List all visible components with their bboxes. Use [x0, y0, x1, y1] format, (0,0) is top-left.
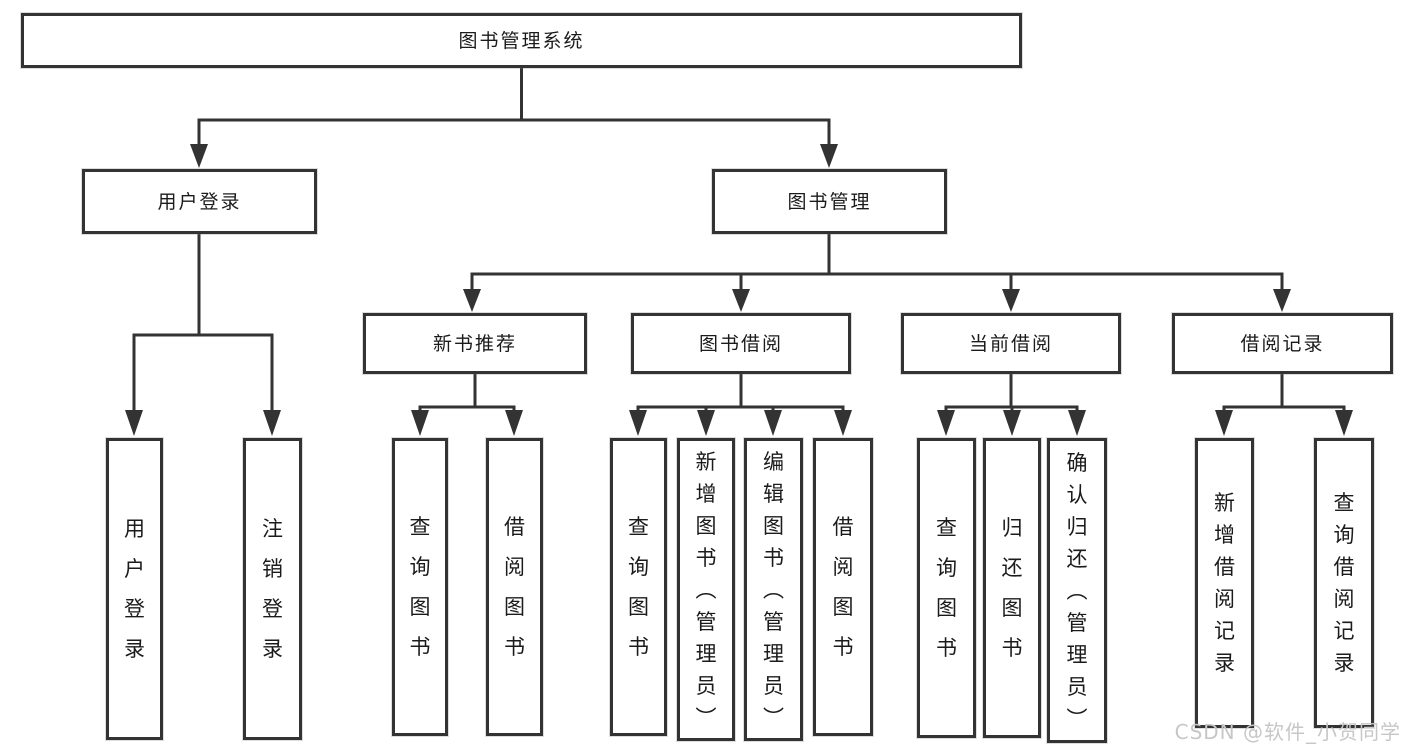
- leaf-edit-book-admin-label: 编辑图书︵管理员︶: [763, 449, 784, 730]
- leaf-add-borrow-record-label: 新增借阅记录: [1214, 491, 1235, 675]
- node-borrow-record: 借阅记录: [1172, 313, 1393, 374]
- node-new-book-recommend-label: 新书推荐: [432, 333, 517, 355]
- leaf-user-login-label: 用户登录: [124, 517, 145, 661]
- leaf-edit-book-admin: 编辑图书︵管理员︶: [744, 438, 803, 741]
- node-book-management: 图书管理: [712, 169, 947, 234]
- csdn-watermark: CSDN @软件_小贺同学: [1174, 720, 1401, 744]
- node-root-system: 图书管理系统: [21, 13, 1022, 68]
- leaf-return-book-label: 归还图书: [1001, 516, 1023, 660]
- node-new-book-recommend: 新书推荐: [363, 313, 587, 374]
- node-current-borrow-label: 当前借阅: [968, 333, 1053, 355]
- node-book-borrow: 图书借阅: [631, 313, 851, 374]
- node-user-login: 用户登录: [82, 169, 317, 234]
- arrowheads-book-borrow-group: [629, 410, 852, 436]
- connector-current-borrow-group: [944, 374, 1079, 412]
- node-borrow-record-label: 借阅记录: [1240, 333, 1325, 355]
- leaf-newbook-borrow-book-label: 借阅图书: [504, 515, 525, 659]
- connector-book-management-branch: [470, 234, 1284, 291]
- node-book-borrow-label: 图书借阅: [698, 333, 783, 355]
- arrowheads-borrow-record-group: [1215, 410, 1353, 436]
- leaf-newbook-query-book: 查询图书: [392, 438, 448, 736]
- leaf-user-login: 用户登录: [106, 438, 163, 740]
- arrowheads-new-book-group: [411, 410, 523, 436]
- connector-borrow-record-group: [1222, 374, 1346, 412]
- connector-new-book-group: [418, 374, 516, 412]
- node-current-borrow: 当前借阅: [901, 313, 1121, 374]
- arrowheads-book-management-branch: [463, 289, 1291, 312]
- leaf-newbook-query-book-label: 查询图书: [409, 515, 431, 659]
- leaf-add-borrow-record: 新增借阅记录: [1195, 438, 1254, 728]
- arrowheads-current-borrow-group: [937, 410, 1086, 436]
- node-user-login-label: 用户登录: [157, 191, 242, 213]
- arrowheads-level1: [190, 144, 838, 168]
- leaf-confirm-return-admin: 确认归还︵管理员︶: [1047, 438, 1107, 743]
- leaf-query-borrow-record-label: 查询借阅记录: [1333, 491, 1355, 675]
- connector-root-to-level1: [197, 68, 831, 146]
- leaf-borrow-borrow-book-label: 借阅图书: [832, 515, 854, 659]
- leaf-query-borrow-record: 查询借阅记录: [1314, 438, 1374, 728]
- connector-book-borrow-group: [636, 374, 845, 412]
- leaf-borrow-borrow-book: 借阅图书: [813, 438, 873, 736]
- leaf-return-book: 归还图书: [983, 438, 1041, 738]
- leaf-current-query-book: 查询图书: [917, 438, 976, 738]
- leaf-add-book-admin-label: 新增图书︵管理员︶: [695, 449, 717, 730]
- node-book-management-label: 图书管理: [787, 191, 872, 213]
- connector-user-login-branch: [132, 234, 274, 412]
- leaf-logout-label: 注销登录: [262, 517, 283, 661]
- leaf-logout: 注销登录: [243, 438, 302, 740]
- node-root-system-label: 图书管理系统: [458, 30, 585, 52]
- leaf-borrow-query-book: 查询图书: [610, 438, 667, 736]
- leaf-current-query-book-label: 查询图书: [936, 516, 957, 660]
- leaf-newbook-borrow-book: 借阅图书: [486, 438, 543, 736]
- leaf-borrow-query-book-label: 查询图书: [628, 515, 649, 659]
- arrowheads-user-login-branch: [125, 410, 281, 436]
- leaf-confirm-return-admin-label: 确认归还︵管理员︶: [1066, 450, 1088, 731]
- leaf-add-book-admin: 新增图书︵管理员︶: [677, 438, 735, 741]
